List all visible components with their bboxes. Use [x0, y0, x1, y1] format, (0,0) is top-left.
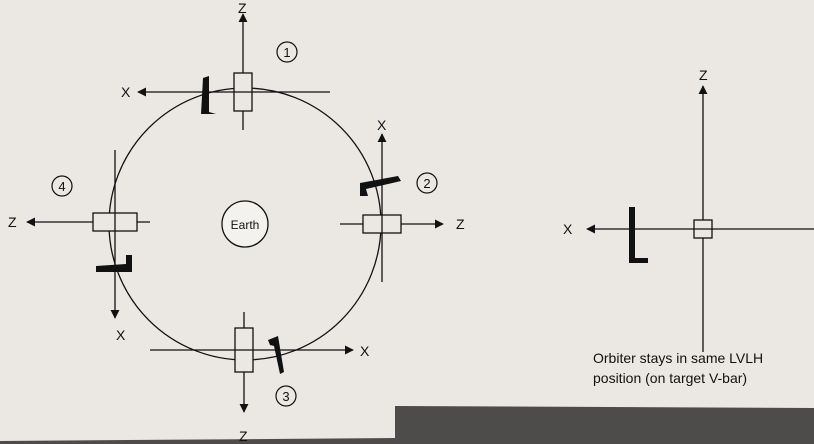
position-3-badge — [275, 385, 297, 407]
lvlh-frame: Z X — [563, 67, 814, 352]
position-4: Z X 4 — [8, 150, 150, 343]
position-3: X Z 3 — [150, 312, 370, 444]
position-3-orbiter-icon — [268, 336, 284, 374]
position-2-badge — [416, 172, 438, 194]
lvlh-x-label: X — [563, 221, 573, 237]
position-1-badge — [276, 41, 298, 63]
caption-line-2: position (on target V-bar) — [593, 370, 748, 386]
lvlh-z-label: Z — [699, 67, 708, 83]
position-3-number: 3 — [282, 389, 289, 404]
position-1-orbiter-icon — [201, 76, 216, 114]
lvlh-orbiter-icon — [629, 207, 648, 263]
position-4-badge — [51, 175, 73, 197]
position-1-z-label: Z — [238, 0, 247, 16]
position-3-z-label: Z — [239, 428, 248, 444]
position-4-orbiter-icon — [96, 255, 132, 272]
position-1: X Z 1 — [121, 0, 330, 130]
position-2-x-label: X — [377, 117, 387, 133]
position-2-z-label: Z — [456, 216, 465, 232]
position-2: X Z 2 — [340, 117, 465, 282]
position-2-orbiter-icon — [360, 176, 401, 196]
position-3-x-label: X — [360, 343, 370, 359]
earth-circle — [221, 200, 269, 248]
position-1-x-label: X — [121, 84, 131, 100]
position-4-number: 4 — [58, 179, 65, 194]
position-4-x-label: X — [116, 327, 126, 343]
position-2-number: 2 — [423, 176, 430, 191]
caption-line-1: Orbiter stays in same LVLH — [593, 350, 764, 366]
earth-label: Earth — [231, 218, 260, 232]
position-4-z-label: Z — [8, 214, 17, 230]
position-1-number: 1 — [283, 45, 290, 60]
